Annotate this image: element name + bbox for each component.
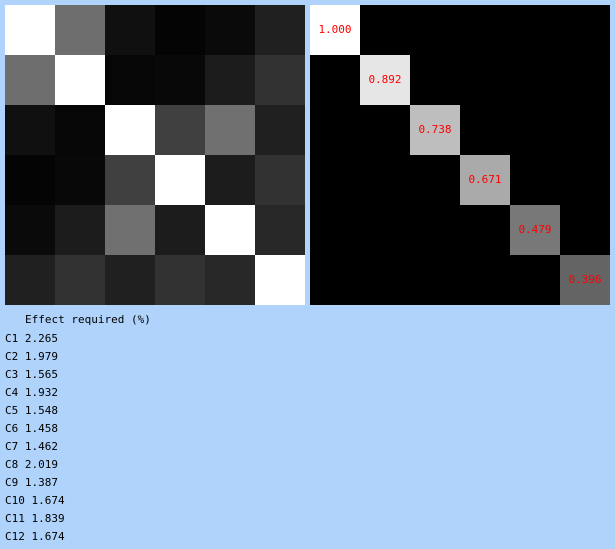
matrix-cell	[155, 5, 205, 55]
effect-row-value: 1.462	[24, 440, 58, 453]
matrix-cell	[255, 5, 305, 55]
effect-row-value: 2.265	[24, 332, 58, 345]
effect-row: C5 1.548	[5, 402, 605, 420]
eigenvalue-label: 0.892	[368, 73, 402, 86]
eigenvalue-cell	[410, 105, 460, 155]
matrix-cell	[105, 55, 155, 105]
effect-row-name: C2	[5, 350, 19, 363]
effect-row-name: C1	[5, 332, 19, 345]
effect-row: C8 2.019	[5, 456, 605, 474]
effect-row-name: C8	[5, 458, 19, 471]
matrix-cell	[5, 55, 55, 105]
matrix-cell	[255, 155, 305, 205]
effect-row-name: C12	[5, 530, 25, 543]
effect-row-value: 1.548	[24, 404, 58, 417]
matrix-cell	[255, 55, 305, 105]
matrix-cell	[105, 105, 155, 155]
effect-row: C10 1.674	[5, 492, 605, 510]
matrix-cell	[5, 5, 55, 55]
effect-row-value: 1.674	[31, 530, 65, 543]
effect-row-value: 1.565	[24, 368, 58, 381]
matrix-cell	[155, 155, 205, 205]
matrix-cell	[55, 55, 105, 105]
eigenvalue-label: 0.738	[418, 123, 452, 136]
effect-row-value: 1.979	[24, 350, 58, 363]
effect-row-value: 1.674	[31, 494, 65, 507]
matrix-cell	[55, 255, 105, 305]
matrix-cell	[55, 205, 105, 255]
eigenvalue-cell	[310, 5, 360, 55]
matrix-cell	[5, 255, 55, 305]
effect-row-name: C10	[5, 494, 25, 507]
matrix-cell	[155, 55, 205, 105]
effect-row: C9 1.387	[5, 474, 605, 492]
effect-required-heading: Effect required (%)	[25, 313, 151, 326]
matrix-cell	[105, 255, 155, 305]
effect-row: C6 1.458	[5, 420, 605, 438]
effect-row-name: C5	[5, 404, 19, 417]
eigenvalue-cell	[510, 205, 560, 255]
matrix-cell	[55, 155, 105, 205]
eigenvalue-label: 1.000	[318, 23, 352, 36]
matrix-cell	[105, 155, 155, 205]
matrix-cell	[205, 205, 255, 255]
effect-row: C4 1.932	[5, 384, 605, 402]
effect-row-name: C3	[5, 368, 19, 381]
eigenvalue-label: 0.671	[468, 173, 502, 186]
matrix-cell	[255, 205, 305, 255]
effect-row: C12 1.674	[5, 528, 605, 546]
effect-row-value: 1.458	[24, 422, 58, 435]
matrix-cell	[155, 255, 205, 305]
matrix-cell	[5, 105, 55, 155]
effect-row: C2 1.979	[5, 348, 605, 366]
matrix-cell	[105, 5, 155, 55]
matrix-cell	[205, 55, 255, 105]
effect-row-value: 1.839	[31, 512, 65, 525]
matrix-cell	[5, 205, 55, 255]
matrix-cell	[5, 155, 55, 205]
eigenvalue-label: 0.479	[518, 223, 552, 236]
eigenvalue-cell	[360, 55, 410, 105]
matrix-cell	[205, 105, 255, 155]
effect-row: C3 1.565	[5, 366, 605, 384]
effect-row-name: C11	[5, 512, 25, 525]
effect-row: C7 1.462	[5, 438, 605, 456]
effect-row-name: C7	[5, 440, 19, 453]
matrix-cell	[105, 205, 155, 255]
effect-row-name: C4	[5, 386, 19, 399]
effect-row: C1 2.265	[5, 330, 605, 348]
eigenvalue-panel: 1.000 0.892 0.738 0.671 0.479 0.396	[310, 5, 610, 305]
matrix-cell	[205, 155, 255, 205]
effect-row-value: 2.019	[24, 458, 58, 471]
effect-row-name: C6	[5, 422, 19, 435]
eigenvalue-cell	[460, 155, 510, 205]
matrix-cell	[205, 255, 255, 305]
effect-row: C11 1.839	[5, 510, 605, 528]
matrix-cell	[255, 105, 305, 155]
matrix-cell	[255, 255, 305, 305]
matrix-cell	[55, 5, 105, 55]
matrix-cell	[205, 5, 255, 55]
correlation-matrix-panel	[5, 5, 305, 305]
matrix-cell	[55, 105, 105, 155]
effect-row-name: C9	[5, 476, 19, 489]
matrix-cell	[155, 205, 205, 255]
matrix-cell	[155, 105, 205, 155]
effect-row-value: 1.932	[24, 386, 58, 399]
effect-row-value: 1.387	[24, 476, 58, 489]
eigenvalue-label: 0.396	[568, 273, 602, 286]
eigenvalue-cell	[560, 255, 610, 305]
